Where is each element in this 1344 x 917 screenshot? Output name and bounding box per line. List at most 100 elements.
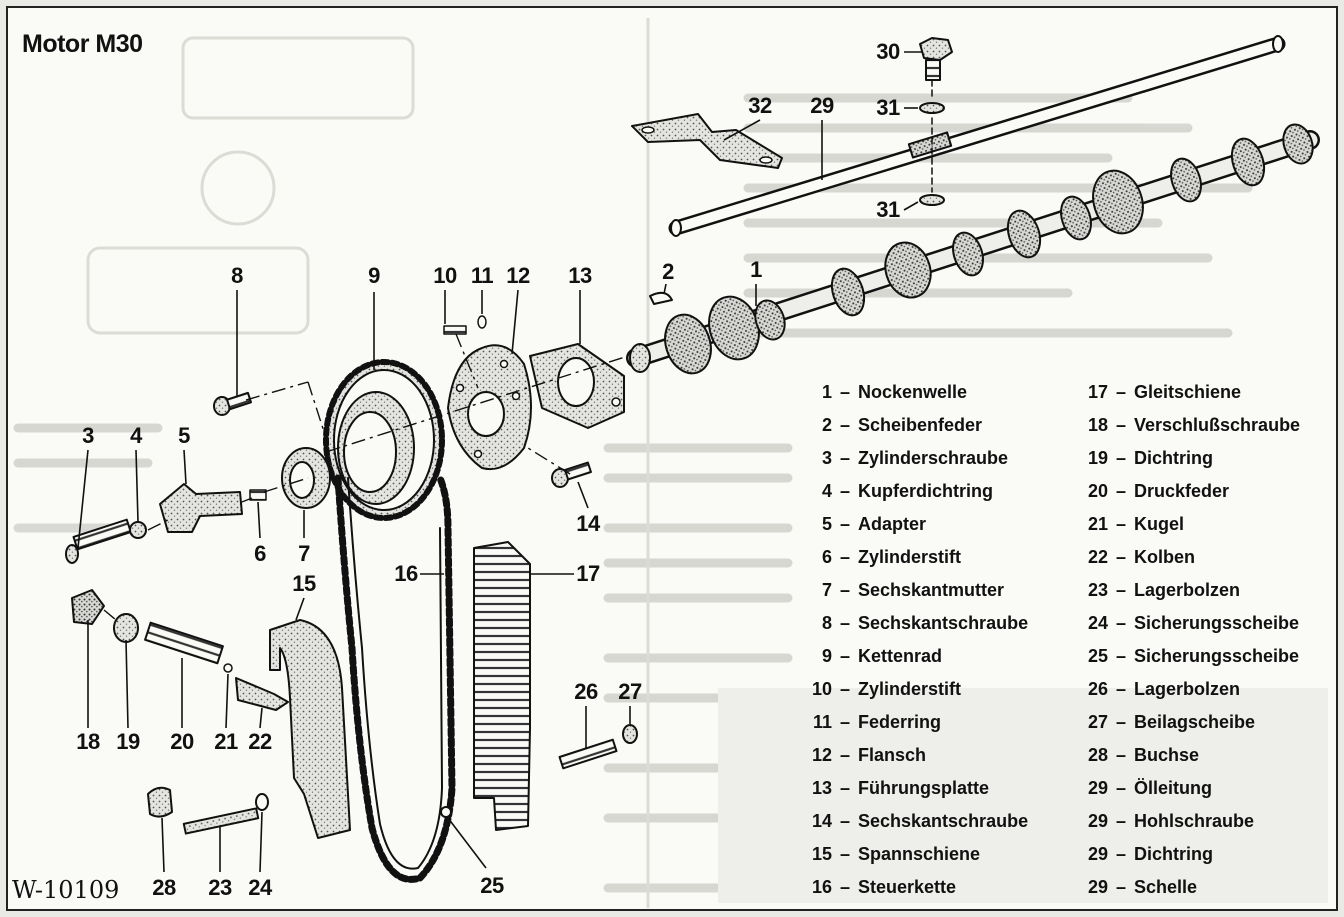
figure-id: W-10109 [12, 876, 120, 904]
exploded-view-drawing [65, 35, 1320, 883]
legend-label: Verschlußschraube [1134, 415, 1301, 435]
legend-number: 29 [1087, 844, 1108, 864]
callout-11: 11 [470, 263, 494, 288]
legend-item: 27–Beilagscheibe [1078, 706, 1255, 739]
legend-dash: – [839, 778, 850, 798]
legend-label: Kupferdichtring [858, 481, 993, 501]
legend-label: Sechskantschraube [858, 613, 1029, 633]
legend-dash: – [1115, 514, 1126, 534]
legend-dash: – [839, 811, 850, 831]
legend-item: 29–Ölleitung [1078, 772, 1212, 805]
legend-label: Ölleitung [1134, 778, 1212, 798]
legend-number: 1 [821, 382, 832, 402]
legend-number: 28 [1087, 745, 1108, 765]
callout-13: 13 [568, 263, 592, 288]
legend-label: Gleitschiene [1134, 382, 1242, 402]
legend-number: 2 [821, 415, 832, 435]
legend-item: 6–Zylinderstift [802, 541, 961, 574]
legend-number: 25 [1087, 646, 1108, 666]
callout-10: 10 [433, 263, 457, 288]
legend-number: 26 [1087, 679, 1108, 699]
legend-label: Zylinderstift [858, 547, 962, 567]
callout-27: 27 [618, 679, 642, 704]
banjo-bolt [919, 37, 953, 81]
legend-label: Nockenwelle [858, 382, 968, 402]
legend-item: 25–Sicherungsscheibe [1078, 640, 1299, 673]
legend-item: 15–Spannschiene [802, 838, 980, 871]
callout-31-lower: 31 [876, 197, 900, 222]
sealing-ring-lower [919, 194, 945, 206]
legend-number: 11 [812, 712, 832, 732]
legend-item: 19–Dichtring [1078, 442, 1213, 475]
legend-dash: – [839, 679, 850, 699]
legend-item: 10–Zylinderstift [802, 673, 961, 706]
legend-label: Lagerbolzen [1134, 580, 1241, 600]
callout-5: 5 [178, 423, 190, 448]
legend-dash: – [1115, 679, 1126, 699]
legend-label: Sicherungsscheibe [1134, 646, 1300, 666]
bearing-pin [182, 807, 260, 835]
legend-number: 6 [821, 547, 832, 567]
bleed-through-texture [13, 18, 1328, 908]
legend-label: Buchse [1134, 745, 1200, 765]
callout-30: 30 [876, 39, 900, 64]
legend-number: 5 [821, 514, 832, 534]
shim-washer [622, 724, 638, 744]
legend-item: 13–Führungsplatte [802, 772, 989, 805]
legend-label: Hohlschraube [1134, 811, 1255, 831]
legend-dash: – [1115, 382, 1126, 402]
diagram-frame: Motor M30 W-10109 1 2 3 4 5 6 7 8 9 10 1… [6, 6, 1338, 911]
callout-25: 25 [480, 873, 504, 898]
legend-dash: – [1115, 811, 1126, 831]
adapter [159, 483, 243, 533]
callout-8: 8 [231, 263, 243, 288]
legend-item: 9–Kettenrad [802, 640, 942, 673]
lock-washer-chain [440, 806, 452, 818]
timing-chain [334, 474, 456, 883]
woodruff-key [649, 291, 673, 305]
callout-23: 23 [208, 875, 232, 900]
legend-label: Kugel [1134, 514, 1185, 534]
hex-bolt-top [213, 391, 253, 416]
legend-dash: – [1115, 778, 1126, 798]
sealing-ring-upper [919, 102, 945, 114]
legend-dash: – [1115, 415, 1126, 435]
legend-item: 24–Sicherungsscheibe [1078, 607, 1299, 640]
legend-number: 18 [1087, 415, 1108, 435]
callout-28: 28 [152, 875, 176, 900]
legend-dash: – [839, 844, 850, 864]
hex-nut [281, 447, 331, 509]
callout-4: 4 [130, 423, 142, 448]
legend-item: 4–Kupferdichtring [802, 475, 993, 508]
callout-26: 26 [574, 679, 598, 704]
diagram-title: Motor M30 [22, 30, 143, 58]
legend-dash: – [839, 382, 850, 402]
legend-item: 26–Lagerbolzen [1078, 673, 1240, 706]
legend-item: 16–Steuerkette [802, 871, 956, 904]
hex-bolt-lower [551, 461, 592, 488]
callout-21: 21 [214, 729, 238, 754]
legend-dash: – [1115, 646, 1126, 666]
legend-number: 29 [1087, 811, 1108, 831]
legend-number: 27 [1087, 712, 1108, 732]
legend-item: 7–Sechskantmutter [802, 574, 1004, 607]
legend-dash: – [839, 448, 850, 468]
callout-16: 16 [394, 561, 418, 586]
camshaft [626, 123, 1320, 375]
legend-dash: – [839, 877, 850, 897]
legend-label: Zylinderschraube [858, 448, 1009, 468]
legend-dash: – [1115, 613, 1126, 633]
legend-item: 3–Zylinderschraube [802, 442, 1008, 475]
legend-label: Sicherungsscheibe [1134, 613, 1300, 633]
callout-19: 19 [116, 729, 140, 754]
legend-item: 22–Kolben [1078, 541, 1195, 574]
legend-item: 20–Druckfeder [1078, 475, 1229, 508]
legend-number: 3 [821, 448, 832, 468]
legend-dash: – [1115, 547, 1126, 567]
callout-22: 22 [248, 729, 272, 754]
lock-washer [255, 793, 269, 811]
callout-6: 6 [254, 541, 266, 566]
legend-number: 20 [1087, 481, 1108, 501]
ball [223, 663, 233, 673]
legend-item: 1–Nockenwelle [802, 376, 967, 409]
